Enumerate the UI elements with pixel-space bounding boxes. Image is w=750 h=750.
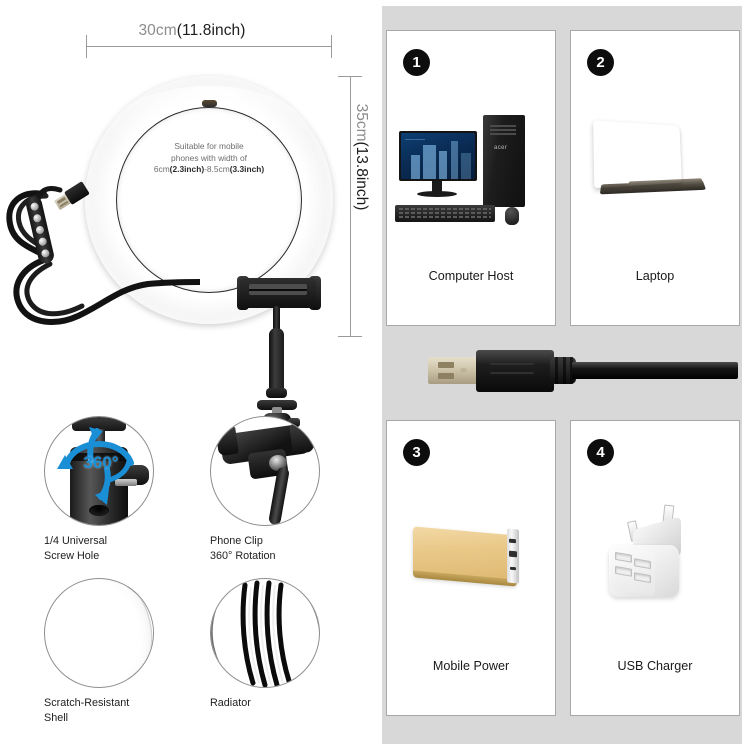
- usb-port-3: [615, 565, 632, 577]
- usb-strain-relief: [550, 357, 576, 384]
- gooseneck-arm: [269, 328, 284, 396]
- feature-radiator-image: [210, 578, 320, 688]
- controller-button-3[interactable]: [35, 225, 45, 235]
- product-overview-panel: 30cm(11.8inch) 35cm(13.8inch) Suitable f…: [0, 0, 375, 750]
- feature-screw-hole-label-line1: 1/4 Universal: [44, 535, 108, 547]
- compatibility-card-computer-host[interactable]: 1 acer: [386, 30, 556, 326]
- feature-shell-label-line1: Scratch-Resistant: [44, 697, 130, 709]
- feature-screw-hole-label-line2: Screw Hole: [44, 549, 100, 562]
- controller-button-4[interactable]: [37, 236, 48, 247]
- feature-screw-hole-label: 1/4 Universal Screw Hole: [44, 534, 164, 563]
- laptop-icon: [571, 109, 739, 239]
- power-bank-port-edge: [507, 528, 519, 584]
- usb-connector-contacts: [428, 357, 480, 384]
- ball-head-lock-knob: [288, 418, 300, 427]
- width-dimension-label: 30cm(11.8inch): [92, 22, 292, 40]
- feature-phone-clip-label-line1: Phone Clip: [210, 535, 263, 547]
- feature-radiator-label-line1: Radiator: [210, 697, 251, 709]
- card-number-badge: 2: [587, 49, 614, 76]
- ball-head-stem: [272, 407, 282, 417]
- phone-width-note-min-cm: 6cm: [153, 164, 170, 174]
- feature-phone-clip-image: [210, 416, 320, 526]
- phone-clip-left-lip: [215, 425, 239, 457]
- phone-width-note-line1: Suitable for mobile: [174, 141, 244, 151]
- height-value-cm: 35cm: [353, 103, 370, 142]
- controller-button-1[interactable]: [29, 201, 40, 212]
- height-dimension-cap-bottom: [338, 336, 362, 337]
- usb-connector-housing: [476, 350, 554, 392]
- shell-gloss-highlight: [45, 579, 153, 687]
- laptop-lid: [593, 120, 682, 188]
- ring-light-base-plate: [257, 400, 297, 410]
- feature-screw-hole: 360° 1/4 Universal Screw Hole: [44, 416, 164, 563]
- quarter-inch-screw-hole: [89, 505, 109, 516]
- card-number-badge: 4: [587, 439, 614, 466]
- feature-phone-clip-label-line2: 360° Rotation: [210, 549, 276, 562]
- width-value-inch: (11.8inch): [176, 22, 246, 39]
- usb-cable-icon: [428, 348, 738, 394]
- controller-button-2[interactable]: [32, 213, 43, 224]
- power-bank-icon: [387, 499, 555, 629]
- monitor-screen: [401, 133, 475, 179]
- feature-radiator: Radiator: [210, 578, 330, 711]
- usb-port-1: [615, 551, 632, 563]
- card-number-badge: 1: [403, 49, 430, 76]
- width-dimension-line: [86, 46, 332, 47]
- usb-cable-icon: [6, 185, 200, 325]
- usb-port-4: [634, 572, 651, 584]
- height-dimension-line: [350, 76, 351, 336]
- monitor-foot: [417, 191, 457, 197]
- feature-shell-image: [44, 578, 154, 688]
- phone-clip-neck: [273, 306, 280, 334]
- feature-phone-clip: Phone Clip 360° Rotation: [210, 416, 330, 563]
- gooseneck-collar: [266, 388, 287, 398]
- charger-port-face: [611, 545, 655, 597]
- compatibility-card-mobile-power[interactable]: 3 Mobile Power: [386, 420, 556, 716]
- card-caption: USB Charger: [617, 659, 693, 673]
- ball-head-top-plate: [72, 417, 126, 431]
- card-caption: Mobile Power: [432, 659, 510, 673]
- phone-width-note-min-inch: (2.3inch): [169, 164, 205, 174]
- phone-clip-right-lip: [289, 421, 315, 455]
- desktop-computer-icon: acer: [387, 109, 555, 239]
- compatibility-card-usb-charger[interactable]: 4 USB Charger: [570, 420, 740, 716]
- compatibility-card-laptop[interactable]: 2 Laptop: [570, 30, 740, 326]
- card-caption: Computer Host: [428, 269, 514, 283]
- usb-wall-charger-icon: [571, 499, 739, 629]
- height-value-inch: (13.8inch): [353, 141, 370, 211]
- phone-width-note-max-inch: (3.3inch): [229, 164, 265, 174]
- feature-shell-label-line2: Shell: [44, 711, 69, 724]
- phone-width-note-max-cm: -8.5cm: [204, 164, 230, 174]
- feature-phone-clip-label: Phone Clip 360° Rotation: [210, 534, 330, 563]
- width-value-cm: 30cm: [138, 22, 177, 39]
- feature-scratch-resistant-shell: Scratch-Resistant Shell: [44, 578, 164, 725]
- height-dimension-label: 35cm(13.8inch): [352, 77, 370, 237]
- keyboard: [395, 205, 495, 222]
- monitor-stand: [432, 181, 442, 193]
- controller-button-5[interactable]: [40, 248, 51, 259]
- feature-radiator-label: Radiator: [210, 696, 330, 711]
- ring-light-top-connector: [202, 100, 217, 107]
- card-number-badge: 3: [403, 439, 430, 466]
- monitor: [399, 131, 477, 181]
- phone-width-note-line2: phones with width of: [171, 152, 247, 163]
- usb-port-2: [634, 558, 651, 570]
- phone-clip-holder: [240, 278, 316, 308]
- ball-head-screw: [115, 479, 137, 486]
- feature-shell-label: Scratch-Resistant Shell: [44, 696, 164, 725]
- card-caption: Laptop: [635, 269, 675, 283]
- ring-light-inner-opening: [116, 107, 302, 293]
- feature-screw-hole-image: 360°: [44, 416, 154, 526]
- usb-cable-wire: [572, 362, 738, 379]
- computer-tower: acer: [483, 115, 525, 207]
- radiator-vent-icon: [240, 580, 292, 687]
- mouse: [505, 207, 519, 225]
- rotation-degree-label: 360°: [83, 453, 119, 472]
- phone-width-note: Suitable for mobile phones with width of…: [141, 141, 277, 176]
